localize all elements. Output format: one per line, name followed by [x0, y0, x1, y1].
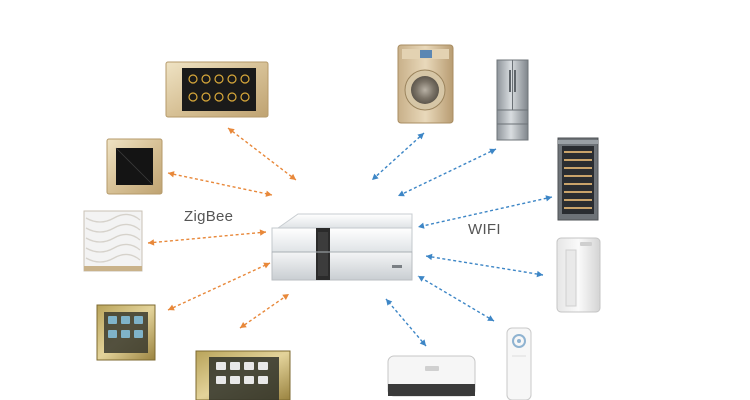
single-glass-switch-icon — [106, 138, 163, 195]
arrow-single-glass-switch — [167, 171, 273, 197]
arrow-brass-keypad-large — [239, 293, 290, 329]
refrigerator-icon — [496, 59, 529, 141]
gateway-hub-icon — [271, 213, 413, 281]
wifi-label: WIFI — [468, 221, 501, 238]
washing-machine-icon — [397, 44, 454, 124]
brass-keypad-small-icon — [96, 304, 156, 361]
arrow-brass-keypad-small — [167, 262, 271, 311]
air-purifier-icon — [556, 237, 601, 313]
arrow-refrigerator — [397, 148, 497, 197]
arrow-wine-cooler — [417, 195, 553, 229]
standing-air-conditioner-icon — [506, 327, 532, 400]
arrow-air-purifier — [425, 253, 544, 278]
arrow-touch-screen-panel — [227, 127, 297, 181]
wave-texture-switch-icon — [83, 210, 143, 272]
connection-arrows — [147, 127, 553, 347]
arrow-standing-air-conditioner — [417, 275, 495, 322]
arrow-wave-texture-switch — [147, 229, 267, 246]
touch-screen-panel-icon — [165, 61, 269, 118]
arrow-washing-machine — [371, 132, 425, 181]
wine-cooler-icon — [557, 137, 599, 221]
arrow-water-heater — [385, 298, 427, 347]
water-heater-icon — [387, 355, 476, 397]
brass-keypad-large-icon — [195, 350, 291, 400]
zigbee-label: ZigBee — [184, 208, 234, 225]
